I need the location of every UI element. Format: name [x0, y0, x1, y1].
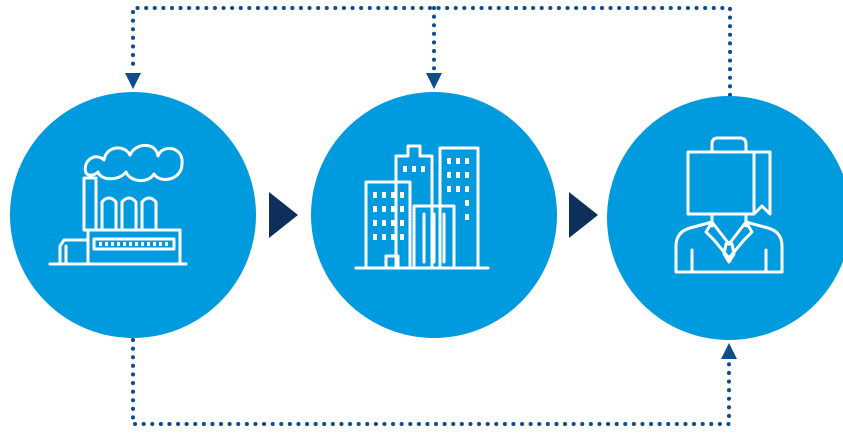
arrowhead-down-factory	[125, 73, 141, 89]
office-buildings-icon	[354, 144, 490, 270]
factory-icon	[48, 143, 188, 266]
bottom-loop-line	[131, 338, 731, 426]
factory-window-dots	[99, 242, 168, 246]
factory-circle	[10, 92, 256, 338]
arrowhead-down-buildings	[426, 73, 442, 89]
dotted-arrowheads	[125, 73, 737, 359]
arrow-factory-to-buildings	[269, 192, 298, 238]
top-loop-line	[131, 6, 732, 97]
dotted-connectors	[131, 6, 732, 426]
shopper-circle	[607, 96, 843, 340]
arrowhead-up-shopper	[721, 343, 737, 359]
arrow-buildings-to-shopper	[569, 192, 598, 238]
shopper-with-bag-icon	[674, 136, 784, 274]
building-windows	[373, 158, 469, 240]
